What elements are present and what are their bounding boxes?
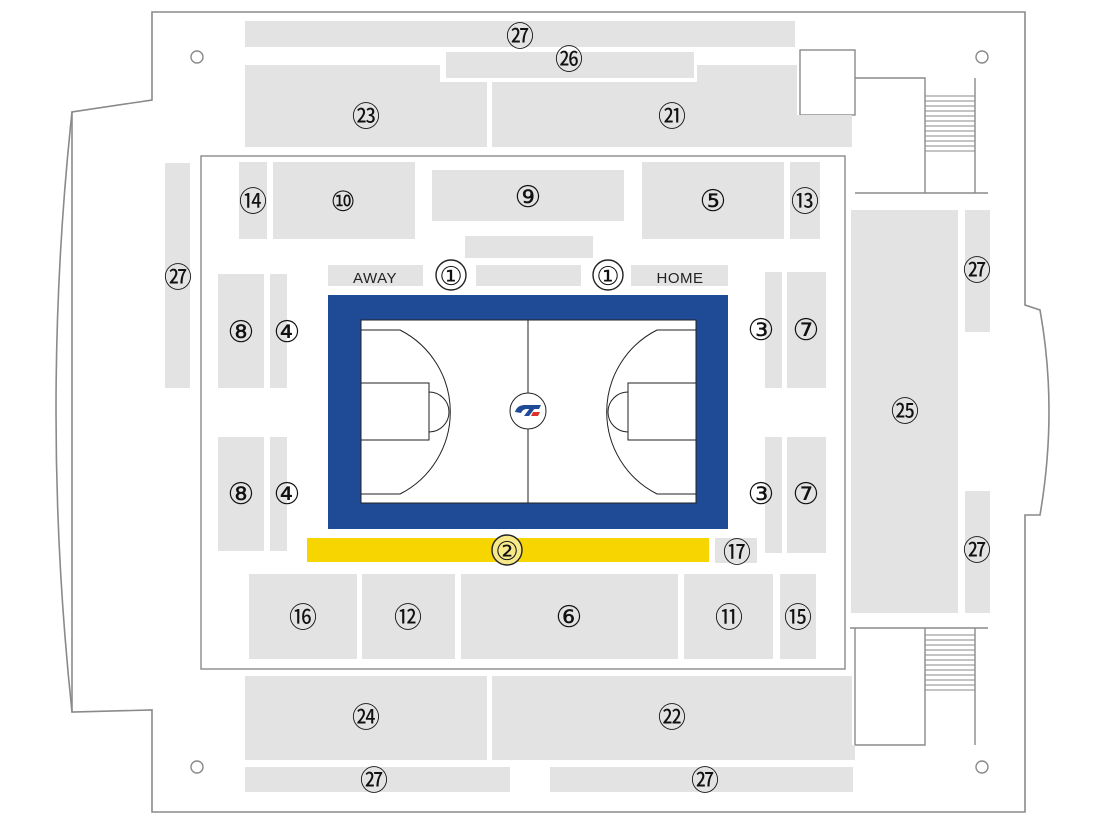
label-seat-12: ⑫ [394, 601, 422, 634]
label-seat-22: ㉒ [658, 701, 686, 734]
seat-block-27-bottom-left[interactable] [245, 767, 510, 792]
label-seat-7-top: ⑦ [793, 313, 820, 348]
seat-block-27-top[interactable] [245, 21, 795, 47]
seat-block-3-top[interactable] [765, 272, 782, 388]
label-seat-27-bottom-right: ㉗ [691, 764, 719, 797]
pillar-circle-icon [190, 50, 204, 64]
seat-block-26[interactable] [446, 52, 694, 78]
label-bench-home: ① [596, 262, 619, 292]
seat-block-12[interactable] [362, 574, 455, 659]
seat-block-13[interactable] [790, 162, 820, 239]
label-bench-away: ① [439, 262, 462, 292]
label-seat-25: ㉕ [891, 395, 919, 428]
seat-block-10[interactable] [273, 162, 415, 239]
label-seat-16: ⑯ [289, 601, 317, 634]
bench-circle-home [592, 259, 624, 291]
label-seat-26: ㉖ [555, 43, 583, 76]
away-label: AWAY [353, 270, 397, 287]
basketball-court [328, 295, 728, 529]
seat-block-5[interactable] [642, 162, 784, 239]
label-seat-27-right-top: ㉗ [963, 254, 991, 287]
seat-block-15[interactable] [780, 574, 816, 659]
label-seat-27-bottom-left: ㉗ [360, 764, 388, 797]
seat-block-8-bottom[interactable] [218, 437, 264, 551]
label-seat-4-bottom: ④ [274, 477, 301, 512]
center-bench-strip [476, 265, 581, 286]
label-seat-23: ㉓ [352, 100, 380, 133]
label-seat-11: ⑪ [715, 601, 743, 634]
label-seat-13: ⑬ [791, 185, 819, 218]
seat-block-14[interactable] [239, 162, 267, 239]
seat-block-3-bottom[interactable] [765, 437, 782, 553]
seat-block-27-left[interactable] [165, 163, 190, 388]
label-seat-7-bottom: ⑦ [793, 477, 820, 512]
seat-block-23[interactable] [245, 65, 487, 147]
label-seat-4-top: ④ [274, 315, 301, 350]
pillar-circle-icon [190, 760, 204, 774]
officials-table [465, 236, 593, 258]
arena-floor-boundary [200, 155, 846, 670]
seat-block-27-right-top[interactable] [965, 210, 990, 332]
label-seat-6: ⑥ [556, 600, 583, 635]
seat-block-17[interactable] [715, 538, 757, 563]
label-seat-5: ⑤ [700, 184, 727, 219]
seat-block-25[interactable] [851, 210, 958, 613]
seat-block-24[interactable] [245, 676, 487, 760]
label-seat-9: ⑨ [515, 180, 542, 215]
seat-block-27-bottom-right[interactable] [550, 767, 853, 792]
label-seat-24: ㉔ [352, 701, 380, 734]
seat-block-21[interactable] [492, 65, 852, 147]
stairs-bottom [850, 627, 988, 746]
stairs-top [799, 49, 988, 194]
bench-circle-away [435, 259, 467, 291]
team-logo-icon [509, 392, 547, 430]
label-seat-21: ㉑ [658, 100, 686, 133]
seat-block-16[interactable] [249, 574, 357, 659]
home-label: HOME [657, 270, 704, 287]
seat-block-7-bottom[interactable] [787, 437, 826, 553]
pillar-circle-icon [975, 760, 989, 774]
pillar-circle-icon [975, 50, 989, 64]
seat-block-22[interactable] [492, 676, 855, 760]
label-seat-15: ⑮ [784, 601, 812, 634]
label-seat-27-right-bottom: ㉗ [963, 534, 991, 567]
label-seat-8-bottom: ⑧ [228, 477, 255, 512]
label-seat-14: ⑭ [239, 185, 267, 218]
seat-block-11[interactable] [684, 574, 773, 659]
scorer-label-circle [491, 534, 523, 566]
seat-block-8-top[interactable] [218, 274, 264, 388]
seat-block-27-right-bottom[interactable] [965, 491, 990, 613]
label-seat-27-top: ㉗ [506, 20, 534, 53]
home-bench-strip [631, 265, 728, 286]
seat-block-4-bottom[interactable] [270, 437, 287, 551]
label-seat-27-left: ㉗ [164, 261, 192, 294]
label-scorer-table: ② [495, 537, 518, 567]
seat-block-6[interactable] [461, 574, 678, 659]
label-seat-17: ⑰ [723, 536, 751, 569]
left-stand-curve [55, 111, 73, 713]
seat-block-7-top[interactable] [787, 272, 826, 388]
away-bench-strip [328, 265, 423, 286]
label-seat-3-bottom: ③ [748, 477, 775, 512]
label-seat-10: ⑩ [330, 185, 355, 218]
label-seat-8-top: ⑧ [228, 315, 255, 350]
seat-block-9[interactable] [432, 170, 624, 221]
label-seat-3-top: ③ [748, 313, 775, 348]
seat-block-4-top[interactable] [270, 274, 287, 388]
